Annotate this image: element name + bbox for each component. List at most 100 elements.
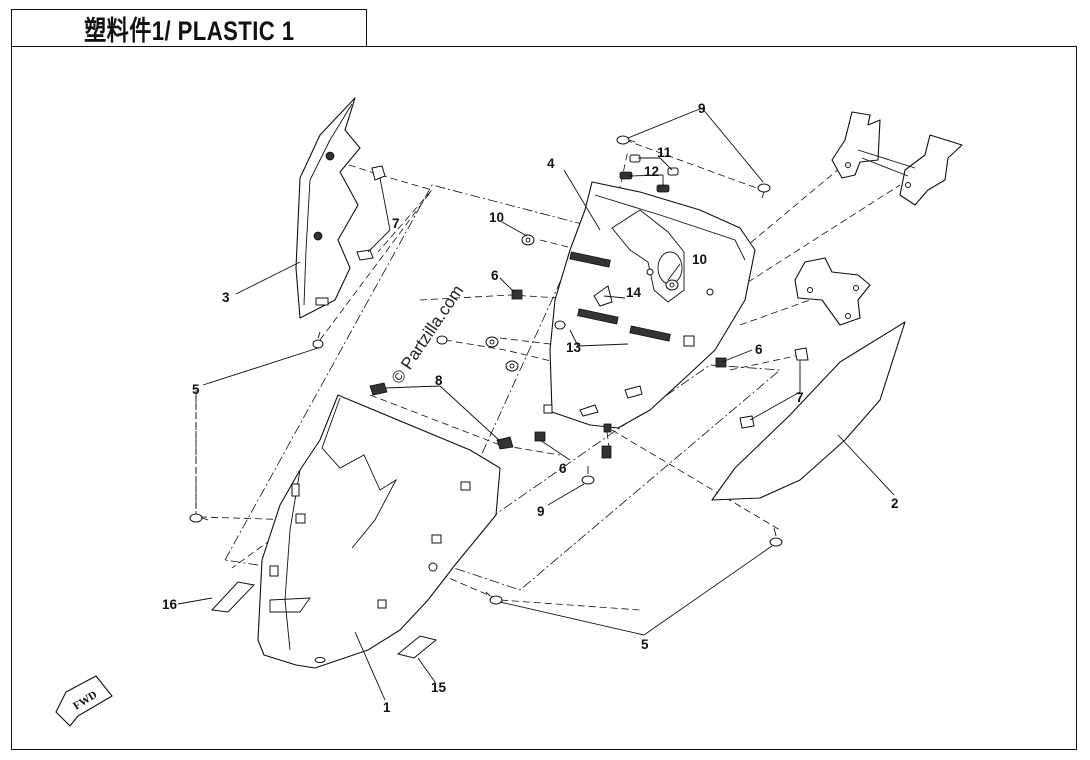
foam-strip-icon [569, 251, 611, 268]
callout-7-right: 7 [796, 390, 804, 405]
callout-5-bottom: 5 [641, 637, 649, 652]
part-2-side-panel [711, 321, 906, 501]
grommet-icon [313, 231, 323, 241]
callout-5-left: 5 [192, 382, 200, 397]
decal-16-icon [210, 581, 256, 613]
screw-icon [769, 527, 783, 547]
part-1-inner-edge [321, 397, 398, 549]
assembly-box-right [429, 364, 782, 591]
stud-icon [601, 445, 612, 459]
dash-line [319, 189, 433, 341]
hole-icon [905, 182, 911, 188]
screw-icon [616, 135, 636, 145]
screw-icon [485, 591, 503, 605]
screw-icon [581, 466, 595, 485]
bracket-rod [861, 157, 909, 177]
part-3-side-panel [295, 97, 361, 319]
callout-16: 16 [162, 597, 178, 612]
bracket-rod [857, 149, 916, 169]
callout-10-left: 10 [489, 210, 504, 225]
clip-icon [356, 249, 374, 261]
callout-1: 1 [383, 700, 391, 715]
page-title: 塑料件1/ PLASTIC 1 [83, 15, 295, 46]
tab-icon [624, 385, 643, 399]
callout-4: 4 [547, 156, 555, 171]
clip-slot-icon [295, 513, 306, 524]
grommet-icon [667, 167, 679, 176]
screw-icon [312, 331, 324, 349]
callout-12: 12 [644, 164, 659, 179]
callout-2: 2 [891, 496, 899, 511]
grommet-icon [629, 154, 641, 163]
foam-strip-icon [629, 325, 671, 342]
leader-lines [177, 107, 895, 701]
tab-icon [543, 404, 553, 414]
clip-slot-icon [460, 481, 471, 491]
callout-9-bottom: 9 [537, 504, 545, 519]
clip-icon [496, 436, 514, 450]
screw-icon [189, 513, 209, 523]
nut-icon [485, 336, 499, 348]
hole-icon [314, 657, 326, 663]
callout-7-left: 7 [392, 216, 400, 231]
bracket-upper-left [831, 111, 881, 179]
dash-line [419, 294, 561, 301]
drawing-frame [11, 46, 1077, 750]
clip-icon [534, 431, 546, 442]
clip-slot-icon [431, 534, 442, 544]
stud-icon [603, 423, 612, 433]
dash-line [729, 354, 801, 371]
part-1-front-cowl [257, 394, 501, 669]
clip-slot-icon [291, 483, 300, 497]
part-1-outline [257, 394, 501, 669]
mounting-brackets [794, 111, 963, 326]
tab-icon [315, 297, 329, 306]
clip-icon [511, 289, 523, 300]
callouts: 1 2 3 4 5 5 6 6 6 7 7 8 9 9 10 10 11 12 … [162, 101, 899, 715]
foam-strip-icon [577, 308, 619, 325]
dash-line [327, 157, 381, 176]
decal-15-icon [396, 635, 438, 659]
hole-icon [706, 288, 714, 296]
clip-icon [371, 165, 386, 181]
callout-6-bottom: 6 [559, 461, 567, 476]
watermark: © Partzilla.com [388, 282, 468, 388]
dash-line [377, 174, 433, 253]
callout-15: 15 [431, 680, 447, 695]
tab-icon [579, 404, 599, 417]
callout-13: 13 [566, 340, 582, 355]
clip-icon [369, 382, 388, 396]
bracket-14-icon [593, 285, 613, 307]
title-box: 塑料件1/ PLASTIC 1 [11, 9, 367, 47]
nut-icon [521, 234, 535, 246]
part-4-outline [549, 181, 756, 429]
bracket-lower [794, 257, 871, 326]
dash-line [699, 167, 841, 286]
dash-line [606, 431, 611, 456]
tab-icon [683, 335, 695, 347]
clip-icon [739, 415, 755, 429]
callout-6-right: 6 [755, 342, 763, 357]
nut-icon [505, 360, 519, 372]
nut-icon [554, 320, 566, 330]
hardware [189, 135, 809, 659]
dash-line [369, 394, 561, 456]
part-4-inner-fairing [543, 181, 756, 429]
callout-11: 11 [657, 145, 672, 160]
clip-slot-icon [377, 599, 387, 609]
fwd-arrow-icon: FWD [55, 675, 113, 727]
callout-6-top: 6 [491, 268, 499, 283]
nut-icon [436, 335, 448, 345]
dash-line [429, 569, 641, 611]
part-2-outline [711, 321, 906, 501]
callout-8: 8 [435, 373, 443, 388]
dash-line [719, 184, 901, 301]
part-1-bracket [269, 597, 311, 613]
screw-icon [757, 183, 771, 199]
dash-line [624, 139, 763, 191]
part-4-bracket [611, 209, 685, 303]
bracket-upper-right [899, 134, 963, 206]
callout-9-top: 9 [698, 101, 706, 116]
hole-icon [807, 287, 813, 293]
